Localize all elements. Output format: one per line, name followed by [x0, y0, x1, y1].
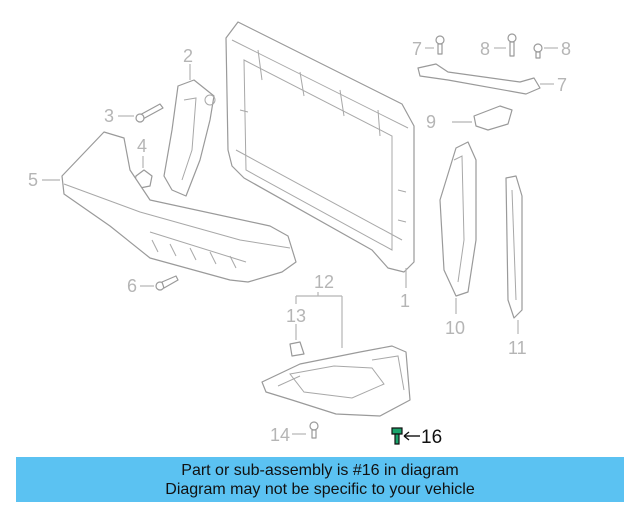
callout-8-right: 8: [561, 39, 571, 59]
callout-15: 14: [270, 425, 290, 445]
callout-2: 2: [183, 46, 193, 66]
callout-5: 5: [28, 170, 38, 190]
callout-11: 10: [445, 318, 465, 338]
parts-diagram: 1 2 3 4 5 6 7 8: [28, 21, 571, 448]
callout-3: 3: [104, 106, 114, 126]
side-seal-12: [505, 175, 523, 319]
callout-10: 9: [426, 112, 436, 132]
bolt-8-right: [533, 43, 543, 59]
bolt-16-highlighted[interactable]: [391, 427, 403, 445]
clip-14: [289, 341, 305, 357]
callout-13: 12: [314, 272, 334, 292]
side-bracket: [163, 79, 216, 197]
callout-14: 13: [286, 306, 306, 326]
bracket-10: [473, 105, 513, 131]
info-banner: Part or sub-assembly is #16 in diagram D…: [16, 457, 624, 502]
screw-15: [309, 421, 319, 439]
banner-line-1: Part or sub-assembly is #16 in diagram: [181, 462, 459, 479]
callout-1: 1: [400, 291, 410, 311]
upper-bracket-7: [417, 63, 541, 95]
callout-7: 7: [557, 75, 567, 95]
bolt-9: [507, 33, 517, 57]
callout-4: 4: [137, 136, 147, 156]
banner-line-2: Diagram may not be specific to your vehi…: [165, 481, 475, 498]
bolt-8-left: [435, 35, 445, 55]
air-guide-11: [439, 141, 477, 297]
callout-12: 11: [508, 338, 527, 358]
callout-16: 16: [421, 427, 442, 448]
radiator-support-frame: [225, 21, 415, 273]
screw-6: [155, 275, 179, 291]
bolt-3: [135, 103, 164, 123]
callout-9: 8: [480, 39, 490, 59]
callout-6: 6: [127, 276, 137, 296]
callout-8-left: 7: [412, 39, 422, 59]
underbody-shield-13: [261, 345, 411, 417]
bumper-carrier: [61, 131, 297, 283]
